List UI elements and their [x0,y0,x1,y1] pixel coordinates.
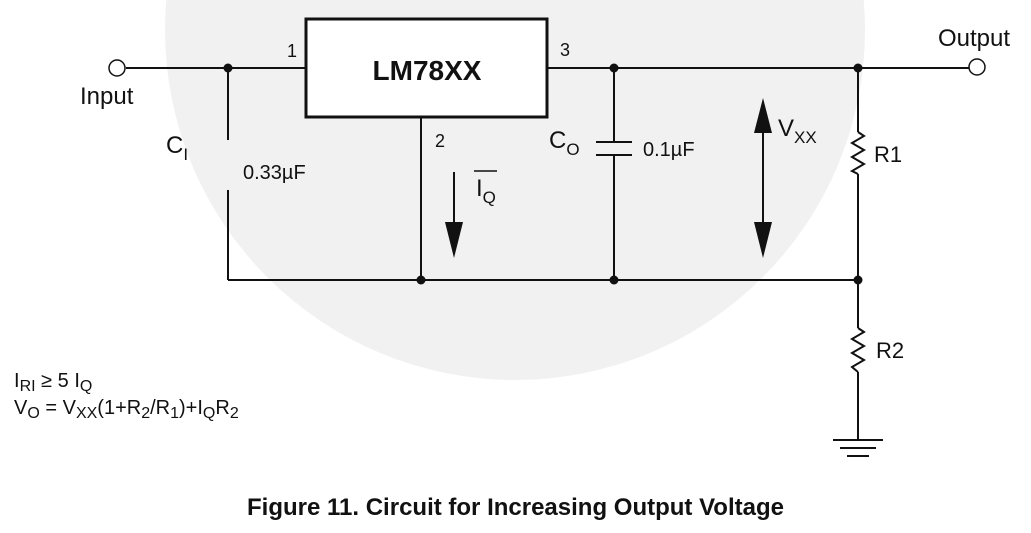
co-value: 0.1µF [643,139,695,161]
output-terminal [968,58,986,76]
condition-formula: IRI ≥ 5 IQ [14,370,93,395]
r1-resistor [849,131,866,175]
output-label: Output [938,25,1010,52]
junction-dots [223,63,863,285]
iq-arrow [445,172,463,258]
co-capacitor [596,141,632,156]
regulator-label: LM78XX [373,55,482,86]
ground-symbol [833,439,883,457]
ci-label: CI [166,132,188,164]
pin2-label: 2 [435,131,445,151]
iq-label: IQ [474,170,497,207]
regulator-box [304,17,549,119]
pin1-label: 1 [287,41,297,61]
vxx-arrow [754,98,772,258]
figure-caption: Figure 11. Circuit for Increasing Output… [247,494,784,521]
input-terminal [108,59,126,77]
r1-label: R1 [874,142,902,167]
svg-text:IQ: IQ [476,175,496,207]
ci-value: 0.33µF [243,162,306,184]
vxx-label: VXX [778,115,817,147]
r2-resistor [850,327,866,373]
pin3-label: 3 [560,40,570,60]
input-label: Input [80,83,134,110]
co-label: CO [549,127,580,159]
output-voltage-formula: VO = VXX(1+R2/R1)+IQR2 [14,397,239,422]
r2-label: R2 [876,338,904,363]
wires [126,67,970,440]
